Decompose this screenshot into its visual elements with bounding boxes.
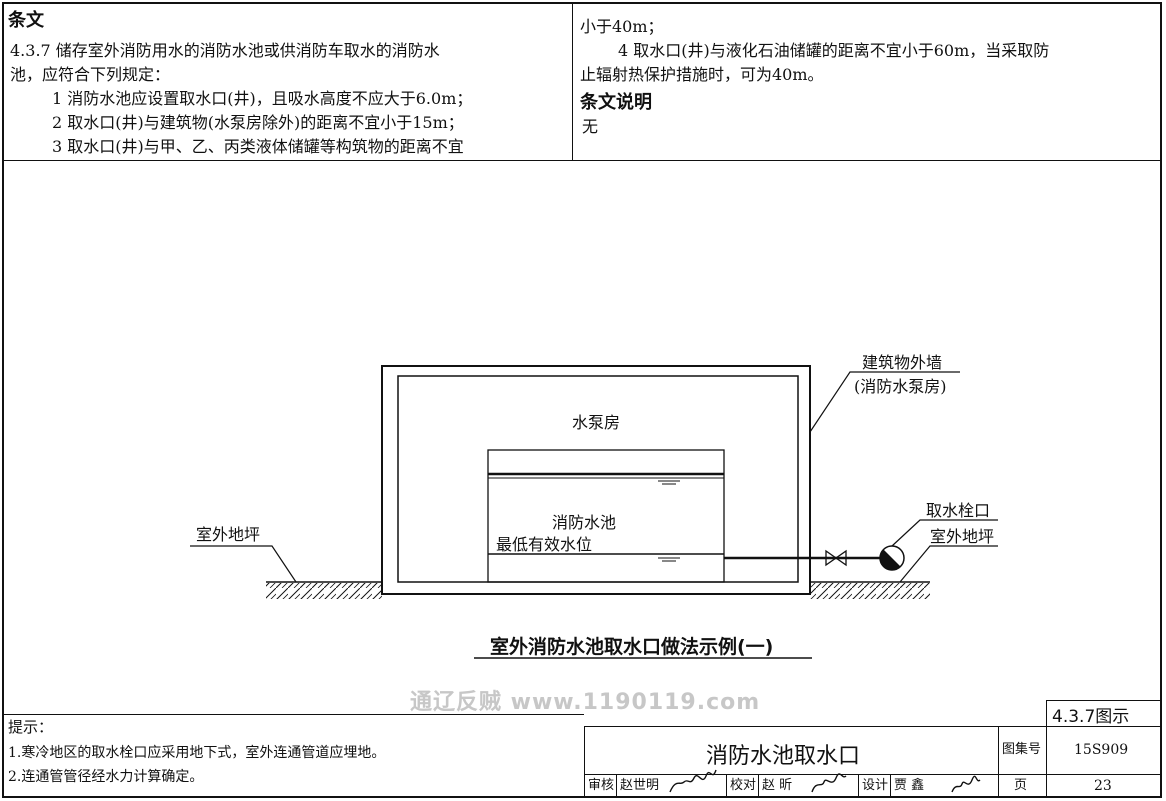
checker-name: 赵 昕 [762,778,793,793]
note-1: 1.寒冷地区的取水栓口应采用地下式，室外连通管道应埋地。 [8,745,386,761]
designer-signature [951,775,981,793]
note-2: 2.连通管管径经水力计算确定。 [8,769,204,785]
explanation-text: 无 [582,117,599,136]
figure-ref: 4.3.7图示 [1052,707,1130,727]
atlas-label: 图集号 [1002,742,1042,757]
leader-building-wall [809,371,960,433]
review-label: 审核 [588,778,615,793]
clause-line-2: 池，应符合下列规定： [10,65,171,84]
leader-hydrant [891,519,998,547]
column-divider [572,4,573,160]
watermark: 通辽反贼 www.1190119.com [410,690,761,715]
design-label: 设计 [862,778,889,793]
clause-item-4b: 止辐射热保护措施时，可为40m。 [580,65,824,84]
label-building-wall: 建筑物外墙 [862,353,943,372]
label-lowest-water-level: 最低有效水位 [496,535,593,554]
notes-heading: 提示： [8,718,54,736]
notes-divider [4,714,584,715]
text-area-divider [4,160,1160,161]
label-pump-room: 水泵房 [572,413,621,432]
reviewer-name: 赵世明 [620,778,660,793]
hydrant-symbol [879,545,905,571]
clause-item-4a: 4 取水口(井)与液化石油储罐的距离不宜小于60m，当采取防 [618,41,1050,60]
label-fire-pool: 消防水池 [552,513,617,532]
label-pump-room-paren: (消防水泵房) [854,377,947,396]
designer-name: 贾 鑫 [894,778,925,793]
atlas-number: 15S909 [1074,742,1129,758]
clause-item-3: 3 取水口(井)与甲、乙、丙类液体储罐等构筑物的距离不宜 [52,137,464,156]
building-outer-wall [381,365,811,595]
clause-line-1: 4.3.7 储存室外消防用水的消防水池或供消防车取水的消防水 [10,41,440,60]
page-label: 页 [1014,778,1028,793]
ground-hatch-right [810,583,930,599]
leader-outdoor-ground-right [899,545,998,583]
label-outdoor-ground-right: 室外地坪 [930,527,995,546]
clause-heading: 条文 [8,10,44,31]
check-label: 校对 [730,778,757,793]
drawing-title: 消防水池取水口 [706,744,861,769]
leader-outdoor-ground-left [190,545,297,583]
diagram-caption: 室外消防水池取水口做法示例(一) [490,636,774,658]
ground-hatch-left [266,583,382,599]
label-outdoor-ground-left: 室外地坪 [196,525,261,544]
checker-signature [811,773,847,793]
clause-item-1: 1 消防水池应设置取水口(井)，且吸水高度不应大于6.0m； [52,89,473,108]
page-number: 23 [1094,778,1112,794]
label-hydrant: 取水栓口 [926,501,991,520]
explanation-heading: 条文说明 [580,92,652,113]
reviewer-signature [669,769,717,793]
clause-continuation: 小于40m； [580,17,664,36]
clause-item-2: 2 取水口(井)与建筑物(水泵房除外)的距离不宜小于15m； [52,113,464,132]
valve-symbol [825,549,847,567]
fire-pool [487,449,725,583]
